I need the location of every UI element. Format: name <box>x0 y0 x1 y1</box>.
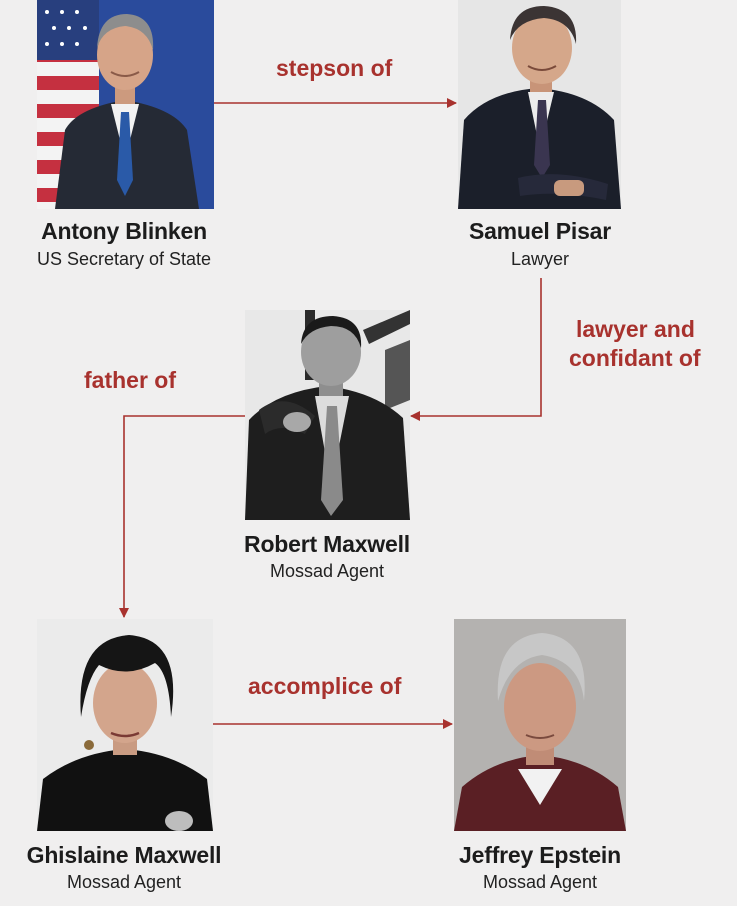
relation-lawyer-line1: lawyer and <box>576 316 695 342</box>
robert-maxwell-role: Mossad Agent <box>269 561 385 581</box>
jeffrey-epstein-name: Jeffrey Epstein <box>459 842 621 868</box>
pisar-role: Lawyer <box>510 249 570 269</box>
ghislaine-maxwell-name: Ghislaine Maxwell <box>26 842 222 868</box>
relation-accomplice-of: accomplice of <box>248 673 402 699</box>
arrow-robert-to-ghislaine <box>119 415 245 618</box>
robert-maxwell-photo <box>245 310 410 520</box>
relation-stepson-of: stepson of <box>276 55 393 81</box>
blinken-photo <box>37 0 214 209</box>
jeffrey-epstein-role: Mossad Agent <box>482 872 598 892</box>
pisar-photo <box>458 0 621 209</box>
ghislaine-maxwell-photo <box>37 619 213 831</box>
pisar-name: Samuel Pisar <box>468 218 612 244</box>
relation-father-of: father of <box>84 367 176 393</box>
relation-lawyer-line2: confidant of <box>569 345 701 371</box>
jeffrey-epstein-photo <box>454 619 626 831</box>
ghislaine-maxwell-role: Mossad Agent <box>66 872 182 892</box>
arrow-pisar-to-robert <box>410 278 542 421</box>
blinken-name: Antony Blinken <box>41 218 207 244</box>
robert-maxwell-name: Robert Maxwell <box>244 531 410 557</box>
blinken-role: US Secretary of State <box>36 249 212 269</box>
